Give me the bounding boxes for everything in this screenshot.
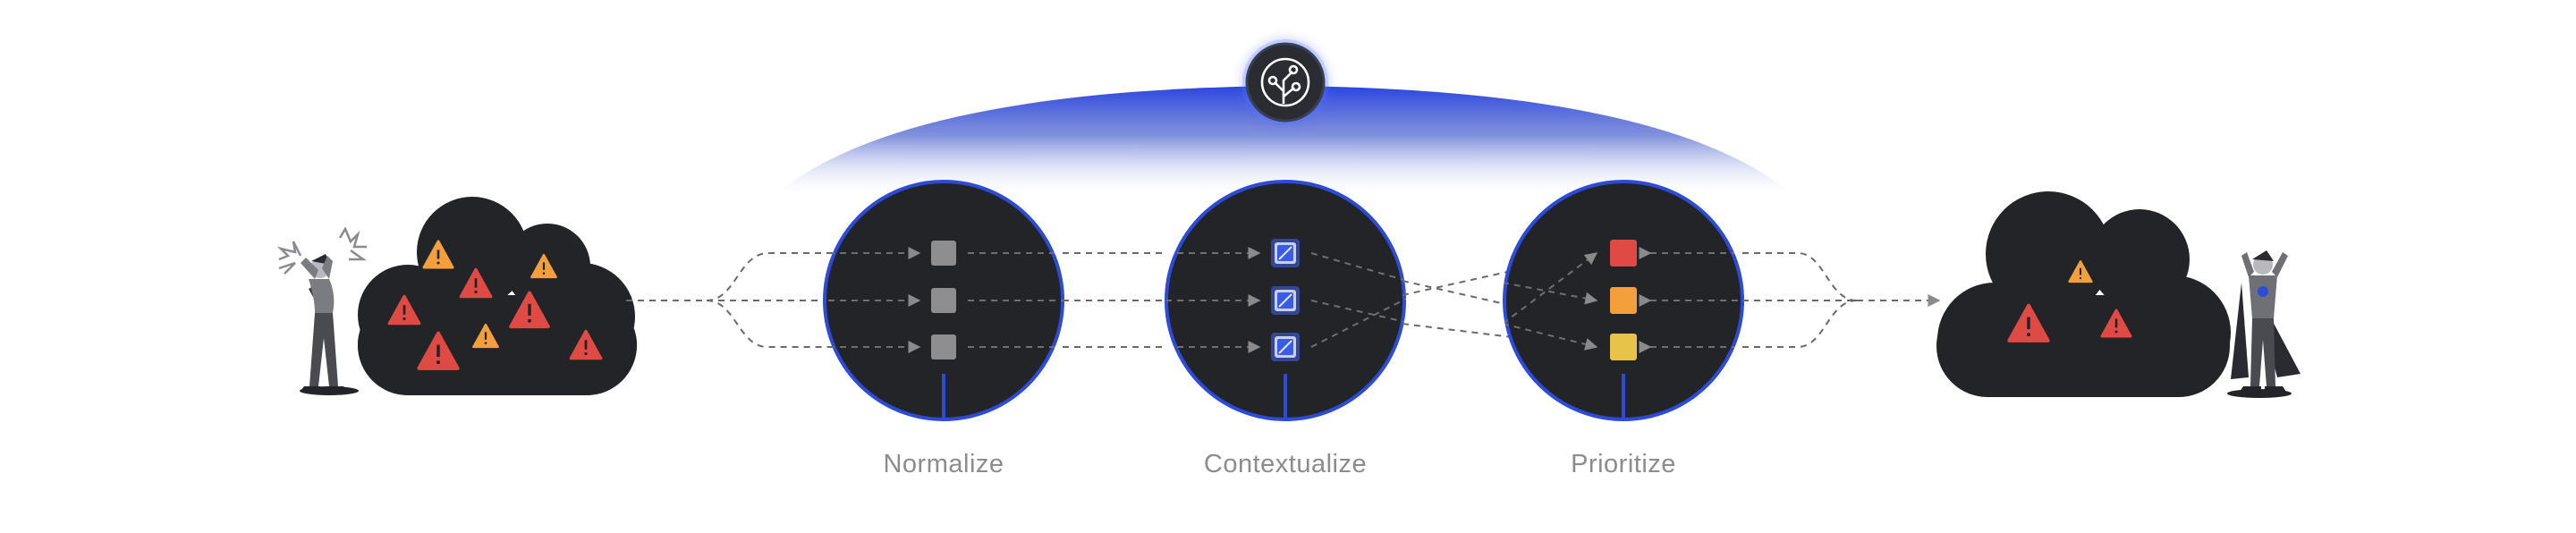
ingest-flow-lines (626, 247, 914, 353)
normalize-to-contextualize-lines (1063, 252, 1167, 348)
output-flow-lines (1742, 252, 1941, 348)
unprocessed-alerts-cloud (358, 197, 637, 395)
contextualized-item (1271, 333, 1300, 361)
priority-item-high (1610, 287, 1637, 314)
stage-label-contextualize: Contextualize (1204, 450, 1367, 478)
priority-item-medium (1610, 334, 1637, 360)
contextualized-item (1271, 239, 1300, 267)
hub-node (1242, 39, 1328, 125)
normalized-item (931, 288, 956, 313)
stage-label-normalize: Normalize (883, 450, 1004, 478)
frustrated-analyst-figure (276, 226, 367, 395)
prioritized-alerts-cloud (1936, 191, 2231, 397)
stage-contextualize (1165, 180, 1406, 421)
connected-nodes-icon (1260, 57, 1310, 107)
hero-analyst-figure (2227, 250, 2301, 398)
contextualized-item (1271, 286, 1300, 315)
priority-item-critical (1610, 240, 1637, 266)
normalized-item (931, 334, 956, 360)
stage-label-prioritize: Prioritize (1571, 450, 1676, 478)
normalized-item (931, 241, 956, 266)
platform-dome (771, 86, 1798, 199)
stage-normalize (823, 180, 1064, 421)
stage-prioritize (1503, 180, 1744, 421)
contextualize-to-prioritize-lines (1402, 249, 1594, 352)
